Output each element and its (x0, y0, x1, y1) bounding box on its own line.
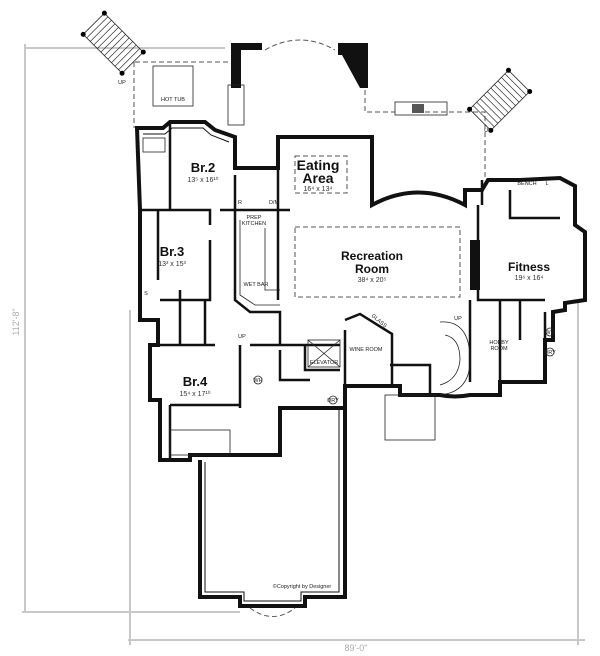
wet-bar-label: WET BAR (244, 282, 269, 288)
stair-up-label: UP (238, 334, 246, 340)
interior-walls (140, 122, 560, 460)
grill-counter (394, 101, 448, 116)
br3-size: 13³ x 15³ (158, 261, 186, 268)
deck-outline (133, 39, 486, 180)
fixture-s: S (144, 291, 148, 297)
fireplace (470, 240, 480, 290)
deck-corner-left (231, 43, 262, 88)
outdoor-counter (227, 84, 245, 126)
recreation-room-size: 38⁴ x 20⁵ (358, 277, 387, 284)
exterior-wall (134, 120, 587, 462)
prep-kitchen-label: PREP (247, 215, 262, 221)
garage-wall (198, 408, 347, 608)
exterior-stair-right (467, 67, 533, 133)
recreation-room-label: Room (355, 262, 389, 276)
hot-tub-label: HOT TUB (161, 97, 185, 103)
fixture-l: L (545, 181, 548, 187)
garage-apron (249, 607, 296, 617)
stair-up-label: UP (484, 128, 492, 134)
fitness-label: Fitness (508, 260, 550, 274)
prep-kitchen-label: KITCHEN (242, 221, 266, 227)
fixture-r: R (238, 200, 242, 206)
fixture-dm: D/M (269, 200, 280, 206)
hobby-room-label: ROOM (490, 346, 508, 352)
eating-area-outline (294, 155, 348, 194)
dimension-lines (22, 44, 585, 645)
hobby-room-label: HOBBY (489, 340, 509, 346)
hot-tub (152, 65, 194, 107)
br2-bath-shower (142, 137, 166, 153)
recreation-room-label: Recreation (341, 249, 403, 263)
exterior-wall-inner (143, 127, 230, 143)
entry-porch (384, 394, 436, 441)
dryer-label: DRY (327, 398, 339, 404)
eating-area-size: 16⁴ x 13⁴ (304, 186, 333, 193)
wine-room-label: WINE ROOM (350, 347, 383, 353)
water-heater-label: WH (545, 330, 554, 336)
bench-label: BENCH (517, 181, 536, 187)
overall-depth-label: 112'-8" (11, 308, 21, 335)
fitness-size: 19⁶ x 16⁴ (515, 275, 544, 282)
overall-width-label: 89'-0" (345, 643, 368, 653)
stair-up-label: UP (454, 316, 462, 322)
elevator (307, 339, 341, 368)
elevator-cross (307, 339, 341, 368)
br3-label: Br.3 (160, 244, 185, 259)
wet-bar-counter (239, 220, 280, 306)
deck-corner-right (338, 43, 368, 88)
br4-size: 15⁴ x 17¹⁰ (179, 390, 210, 398)
br2-label: Br.2 (191, 160, 216, 175)
br2-size: 13⁵ x 16¹⁰ (187, 176, 218, 184)
br4-closet (169, 429, 231, 456)
copyright-label: ©Copyright by Designer (273, 583, 332, 590)
rec-room-outline (294, 226, 461, 298)
br4-label: Br.4 (183, 374, 208, 389)
water-heater-label: WH (253, 378, 262, 384)
spiral-stair (439, 321, 471, 396)
exterior-stair-left (80, 10, 146, 76)
stair-up-label: UP (118, 80, 126, 86)
elevator-label: ELEVATOR (310, 360, 338, 366)
grill (412, 104, 424, 113)
eating-area-label: Area (302, 170, 333, 186)
garage-wall-inner (204, 410, 340, 602)
dryer-label: DRY (544, 350, 556, 356)
eating-area-label: Eating (297, 157, 340, 173)
